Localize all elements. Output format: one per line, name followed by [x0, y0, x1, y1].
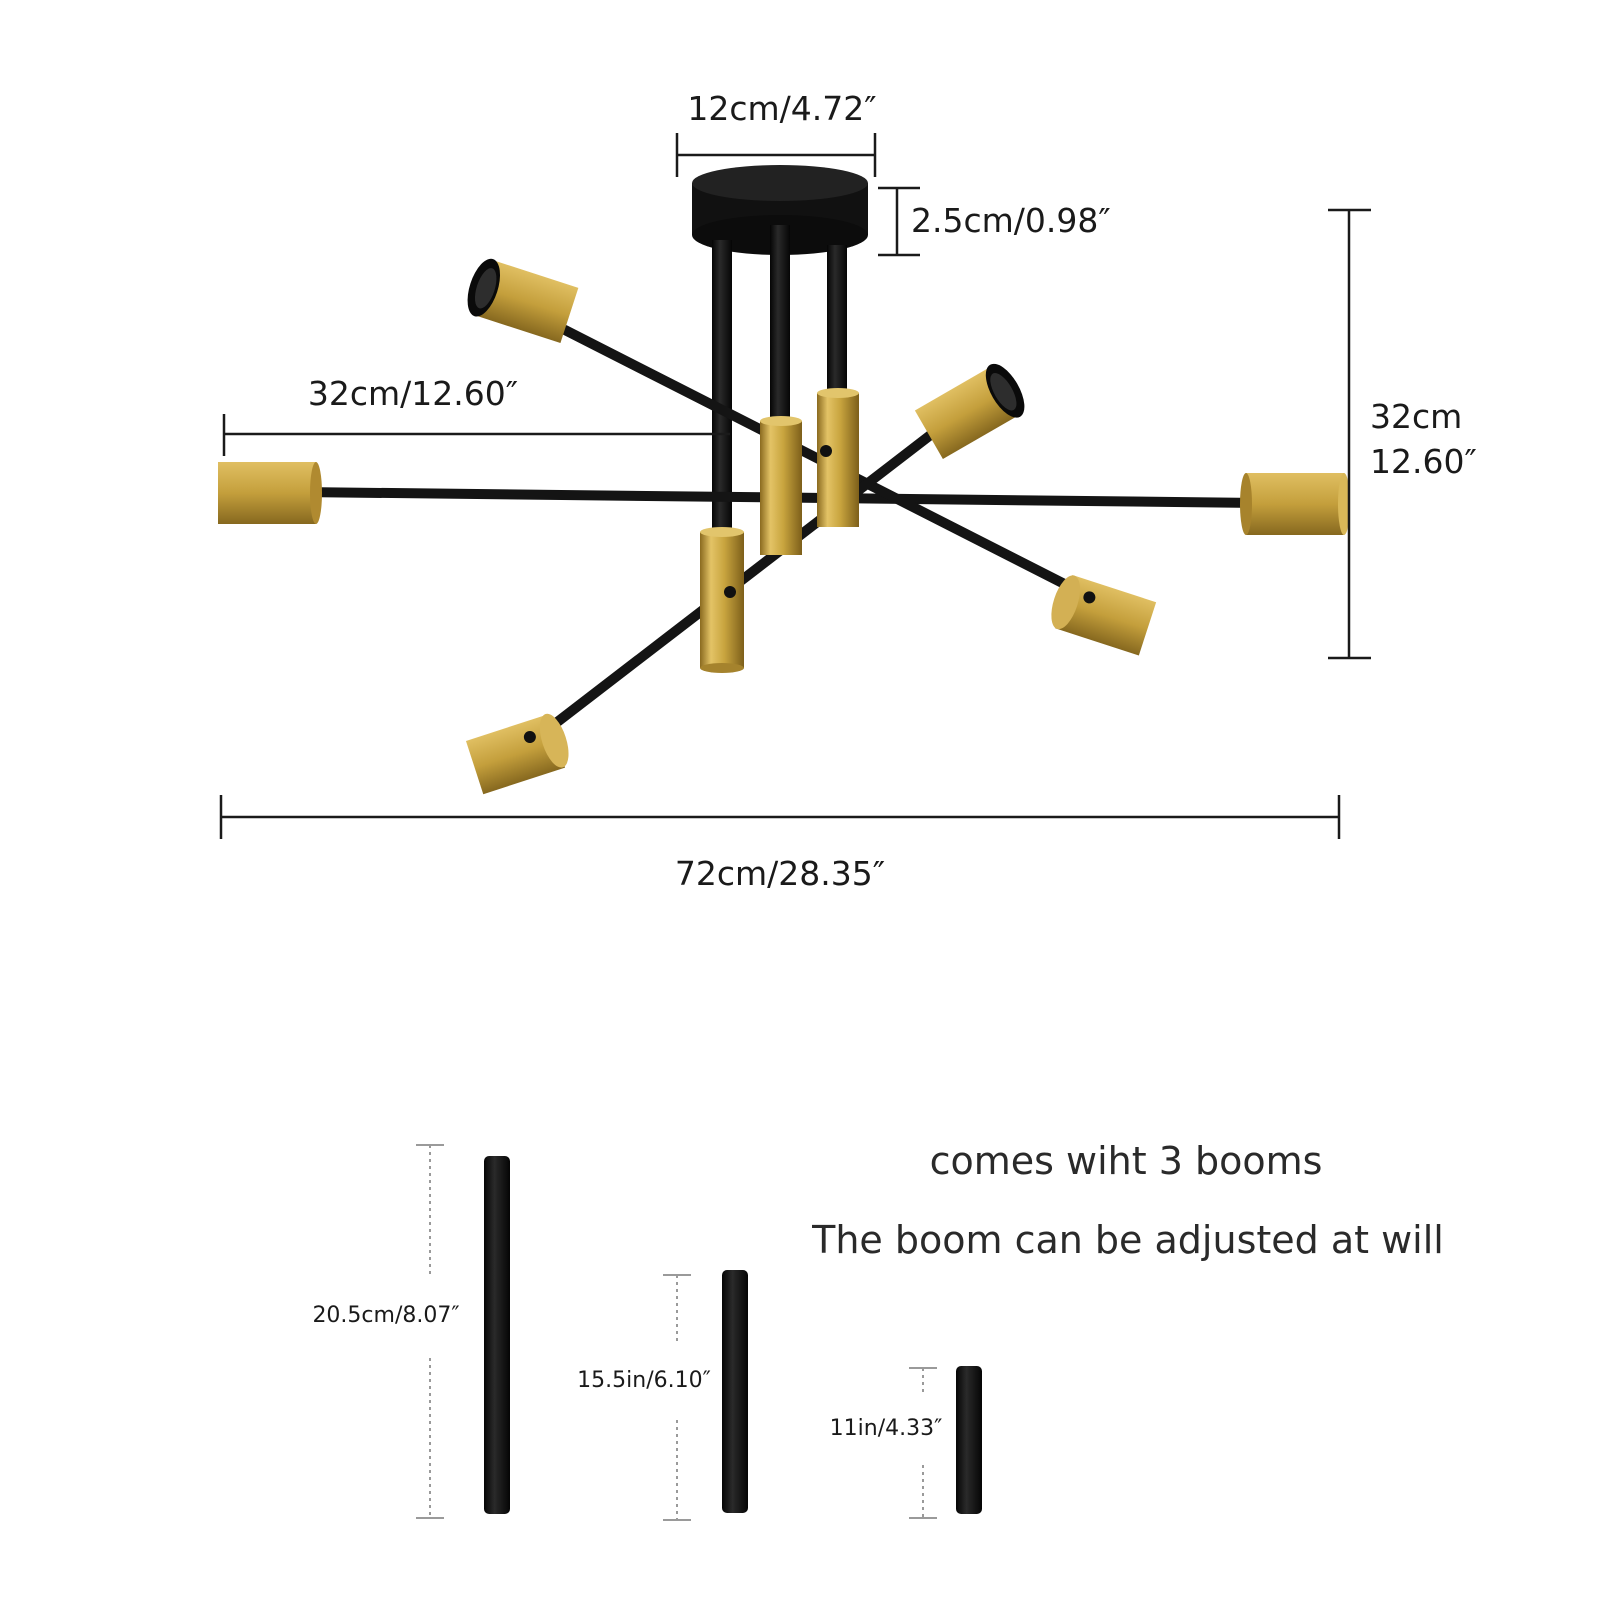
height-cm-label: 32cm: [1370, 397, 1462, 436]
boom-medium: [663, 1270, 748, 1521]
booms-note-line2: The boom can be adjusted at will: [811, 1218, 1444, 1262]
canopy-width-label: 12cm/4.72″: [687, 89, 876, 128]
height-in-label: 12.60″: [1370, 442, 1477, 481]
boom-short-label: 11in/4.33″: [830, 1416, 943, 1441]
dimension-total-width: [219, 795, 1341, 839]
canopy-height-label: 2.5cm/0.98″: [911, 201, 1111, 240]
stem-collars: [700, 388, 859, 673]
dimension-canopy-height: [878, 186, 920, 257]
diagonal-arm-one: [467, 258, 1157, 656]
chandelier-illustration: [218, 165, 1350, 795]
boom-medium-label: 15.5in/6.10″: [577, 1368, 711, 1393]
boom-long: [416, 1144, 510, 1519]
bulb-socket-lower-right: [1051, 575, 1157, 656]
bulb-socket-upper-left: [467, 258, 579, 344]
bulb-socket-right: [1240, 473, 1350, 535]
vertical-stems: [712, 225, 847, 542]
bulb-socket-left: [218, 462, 322, 524]
dimension-canopy-width: [675, 133, 877, 177]
total-width-label: 72cm/28.35″: [675, 854, 885, 893]
bulb-socket-lower-left: [465, 713, 569, 795]
dimension-arm-length: [222, 414, 730, 456]
dimension-height: [1328, 208, 1371, 660]
arm-length-label: 32cm/12.60″: [308, 374, 518, 413]
booms-note-line1: comes wiht 3 booms: [930, 1139, 1323, 1183]
bulb-socket-upper-right: [914, 363, 1025, 459]
boom-short: [909, 1366, 982, 1519]
boom-long-label: 20.5cm/8.07″: [312, 1303, 459, 1328]
